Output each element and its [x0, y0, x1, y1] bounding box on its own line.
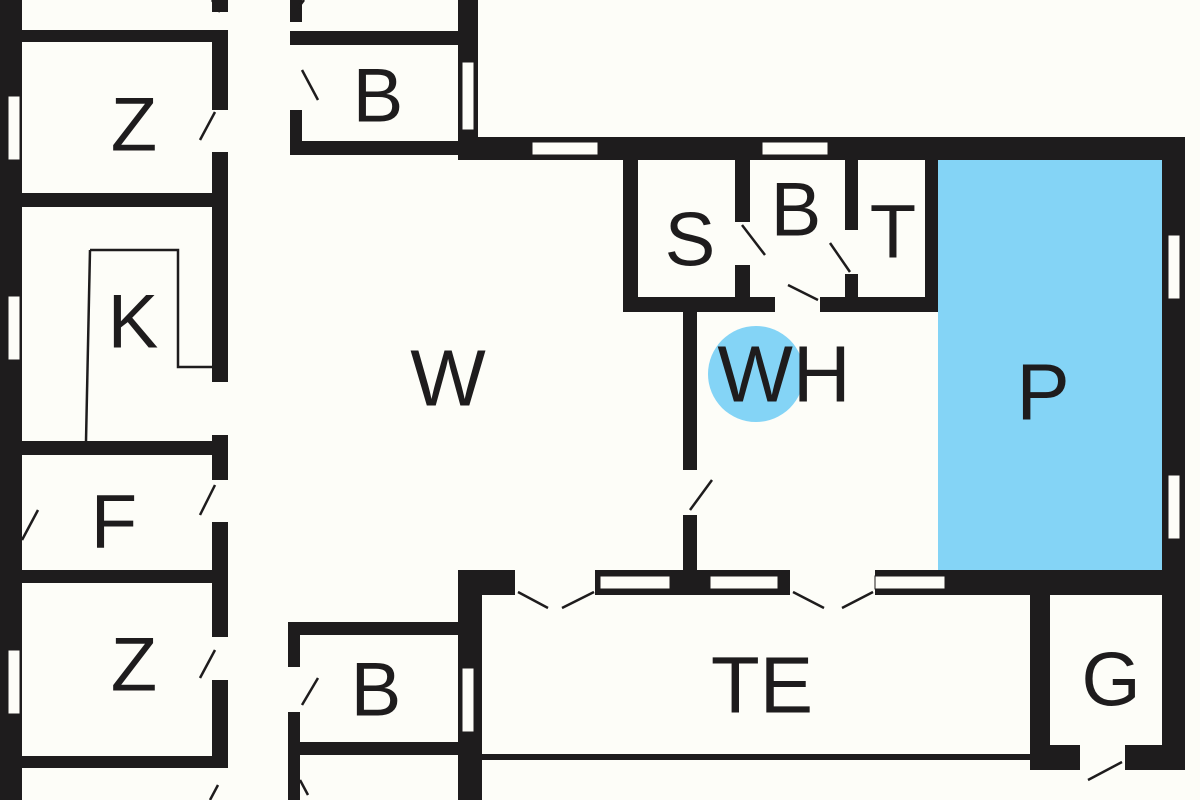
room-label-k: K	[108, 280, 159, 365]
room-label-p: P	[1016, 348, 1069, 437]
room-label-wh: WH	[717, 330, 850, 419]
whirlpool-marker	[708, 326, 804, 422]
room-label-s: S	[665, 198, 716, 283]
room-label-w: W	[410, 334, 486, 423]
room-label-z-bottom: Z	[111, 623, 157, 708]
room-label-b-top: B	[353, 54, 404, 139]
room-label-b-mid: B	[771, 168, 822, 253]
room-label-te: TE	[711, 641, 813, 730]
windows	[7, 61, 1181, 733]
door-swings	[20, 0, 1123, 800]
room-labels: Z K F Z B W S B T WH P TE G B	[91, 54, 1141, 733]
room-label-z-top: Z	[111, 83, 157, 168]
room-label-f: F	[91, 480, 137, 565]
room-label-b-bottom: B	[351, 648, 402, 733]
room-label-t: T	[870, 190, 916, 275]
pool-area	[938, 160, 1162, 570]
room-label-g: G	[1081, 638, 1140, 723]
